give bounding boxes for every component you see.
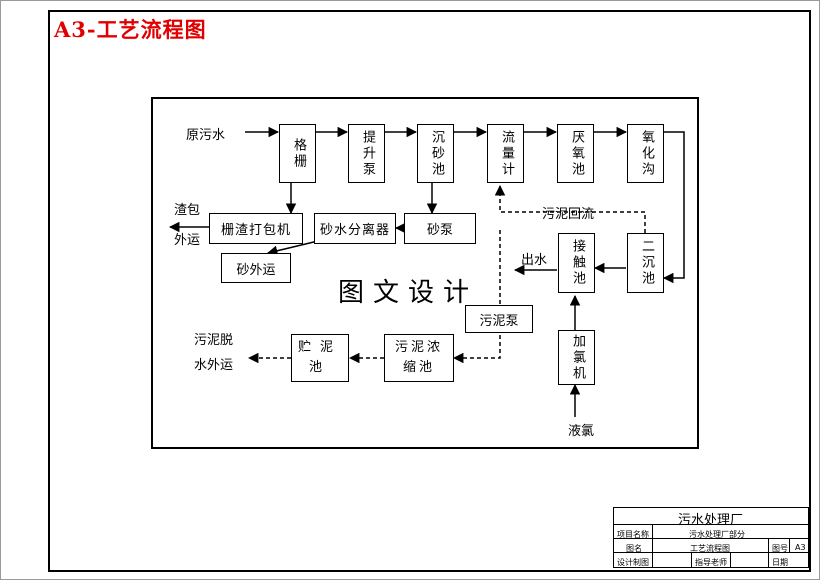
drawing-number-value: A3 — [795, 543, 806, 552]
diagram-border — [151, 97, 699, 449]
screen-box: 格栅 — [279, 124, 316, 183]
project-name-label: 项目名称 — [617, 530, 649, 539]
drawing-name-value: 工艺流程图 — [690, 544, 730, 553]
sludge-dewater-label-line2: 水外运 — [194, 358, 234, 373]
drawing-number-label: 图号 — [772, 544, 788, 553]
lift-pump-box: 提升泵 — [348, 124, 385, 183]
raw-sewage-label: 原污水 — [186, 128, 226, 143]
sludge-return-label: 污泥回流 — [542, 207, 595, 222]
project-name-value: 污水处理厂部分 — [689, 530, 745, 539]
sand-out-box: 砂外运 — [221, 253, 291, 283]
title-block: 污水处理厂 项目名称 污水处理厂部分 图名 工艺流程图 图号 A3 设计制图 指… — [613, 507, 809, 568]
flow-meter-box: 流量计 — [487, 124, 524, 183]
bale-out-label-line2: 外运 — [174, 233, 201, 248]
arrow-sludge-return — [494, 184, 646, 233]
diagram-center-title: 图文设计 — [338, 278, 479, 308]
secondary-clarifier-box: 二沉池 — [627, 233, 664, 293]
effluent-label: 出水 — [521, 253, 548, 268]
plant-name: 污水处理厂 — [678, 513, 744, 528]
drawing-frame — [48, 10, 811, 572]
sludge-thickener-box: 污泥浓缩池 — [384, 334, 454, 382]
grit-separator-box: 砂水分离器 — [314, 213, 396, 244]
arrow-sludge-to-thickener — [452, 230, 501, 364]
sheet-title: A3-工艺流程图 — [54, 17, 207, 42]
grit-chamber-box: 沉砂池 — [417, 124, 454, 183]
sludge-dewater-label-line1: 污泥脱 — [194, 333, 234, 348]
contact-tank-box: 接触池 — [558, 233, 595, 293]
grit-pump-box: 砂泵 — [404, 213, 476, 244]
arrow-ditch-to-clarifier — [662, 131, 685, 284]
sludge-storage-box: 贮泥池 — [291, 334, 349, 382]
title-block-grid — [613, 524, 809, 568]
anaerobic-tank-box: 厌氧池 — [557, 124, 594, 183]
chlorinator-box: 加氯机 — [558, 330, 595, 385]
sludge-pump-box: 污泥泵 — [465, 305, 533, 333]
oxidation-ditch-box: 氧化沟 — [627, 124, 664, 183]
drawing-name-label: 图名 — [626, 544, 642, 553]
advisor-label: 指导老师 — [695, 558, 727, 567]
screenings-baler-box: 栅渣打包机 — [209, 213, 303, 244]
date-label: 日期 — [772, 558, 788, 567]
bale-out-label-line1: 渣包 — [174, 203, 201, 218]
liquid-chlorine-label: 液氯 — [568, 424, 595, 439]
designer-label: 设计制图 — [617, 558, 649, 567]
arrow-separator-to-sand — [266, 240, 319, 256]
